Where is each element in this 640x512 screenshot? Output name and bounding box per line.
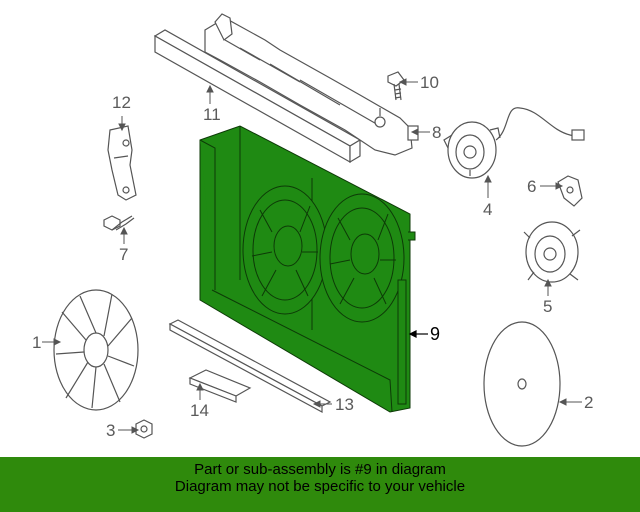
callout-14: 14 [190, 401, 209, 420]
part-4-fan-motor[interactable] [443, 107, 585, 179]
callout-4: 4 [483, 200, 493, 219]
callout-12: 12 [112, 93, 131, 112]
callout-11: 11 [203, 105, 221, 124]
callout-8: 8 [432, 123, 442, 142]
callout-3: 3 [106, 421, 116, 440]
callout-7: 7 [119, 245, 129, 264]
callout-10: 10 [420, 73, 439, 92]
info-banner: Part or sub-assembly is #9 in diagram Di… [0, 457, 640, 512]
callout-5: 5 [543, 297, 553, 316]
part-14-pad[interactable] [188, 369, 252, 403]
callout-1: 1 [32, 333, 42, 352]
part-3-nut[interactable] [135, 419, 153, 439]
callout-9-highlighted: 9 [430, 324, 441, 344]
callout-2: 2 [584, 393, 594, 412]
banner-line-part-info: Part or sub-assembly is #9 in diagram [194, 461, 446, 478]
part-7-screw[interactable] [103, 215, 135, 231]
exploded-parts-diagram [42, 13, 585, 447]
part-11-seal-strip[interactable] [153, 29, 362, 164]
banner-line-disclaimer: Diagram may not be specific to your vehi… [174, 478, 466, 495]
part-2-shroud-disc[interactable] [483, 321, 561, 447]
part-6-clip[interactable] [557, 175, 583, 207]
part-13-lower-strip[interactable] [168, 319, 332, 414]
part-10-bolt[interactable] [387, 71, 405, 101]
callout-13: 13 [335, 395, 354, 414]
part-12-bracket[interactable] [107, 125, 137, 201]
callout-6: 6 [527, 177, 537, 196]
part-1-fan-blade[interactable] [53, 289, 139, 411]
part-5-fan-motor[interactable] [523, 221, 581, 283]
part-9-fan-shroud-highlighted[interactable] [199, 125, 416, 413]
